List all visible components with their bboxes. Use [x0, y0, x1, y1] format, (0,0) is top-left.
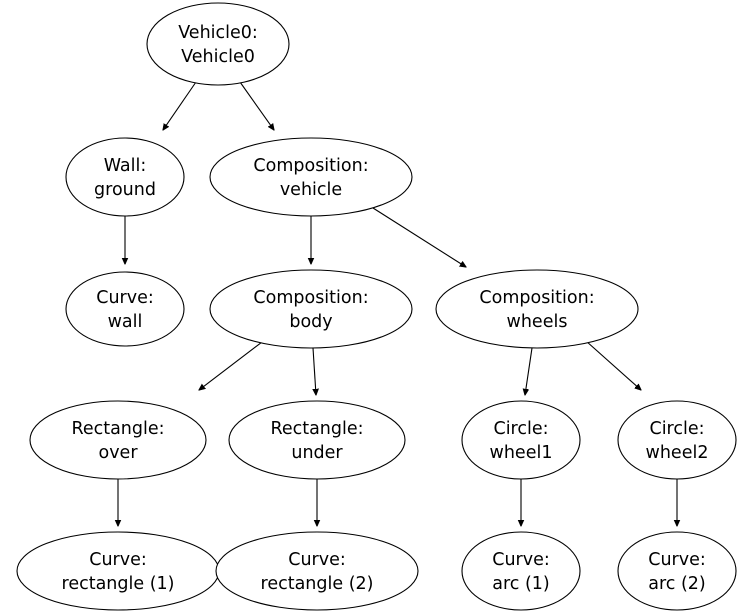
node-curve-arc-2-ellipse[interactable]	[617, 531, 737, 611]
node-composition-body-line1: Composition:	[253, 288, 368, 308]
node-curve-arc-2[interactable]: Curve: arc (2)	[617, 531, 737, 611]
node-rectangle-under-line1: Rectangle:	[270, 419, 363, 439]
node-curve-arc-1-line2: arc (1)	[492, 574, 550, 594]
node-rectangle-under-line2: under	[291, 443, 343, 463]
node-curve-wall-line2: wall	[108, 312, 143, 332]
node-circle-wheel1-line2: wheel1	[490, 443, 553, 463]
node-composition-vehicle-line2: vehicle	[280, 180, 342, 200]
node-wall-ground[interactable]: Wall: ground	[65, 137, 185, 217]
node-curve-rectangle-1[interactable]: Curve: rectangle (1)	[16, 531, 220, 611]
node-composition-wheels-line1: Composition:	[479, 288, 594, 308]
node-composition-body-ellipse[interactable]	[209, 269, 413, 349]
node-circle-wheel2[interactable]: Circle: wheel2	[617, 400, 737, 480]
node-wall-ground-line1: Wall:	[104, 156, 147, 176]
edge-composition-body-to-rectangle-over[interactable]	[199, 341, 263, 390]
node-curve-rectangle-2-line1: Curve:	[288, 550, 346, 570]
edge-vehicle0-to-composition-vehicle[interactable]	[239, 81, 274, 130]
node-wall-ground-ellipse[interactable]	[65, 137, 185, 217]
node-circle-wheel1-ellipse[interactable]	[461, 400, 581, 480]
node-circle-wheel1-line1: Circle:	[493, 419, 548, 439]
node-rectangle-over-line2: over	[98, 443, 138, 463]
edge-layer	[118, 81, 677, 526]
node-circle-wheel2-line1: Circle:	[649, 419, 704, 439]
node-wall-ground-line2: ground	[94, 180, 156, 200]
node-circle-wheel1[interactable]: Circle: wheel1	[461, 400, 581, 480]
node-rectangle-under[interactable]: Rectangle: under	[228, 400, 406, 480]
node-curve-rectangle-2-ellipse[interactable]	[215, 531, 419, 611]
node-rectangle-under-ellipse[interactable]	[228, 400, 406, 480]
edge-composition-body-to-rectangle-under[interactable]	[313, 347, 316, 395]
node-curve-arc-1[interactable]: Curve: arc (1)	[461, 531, 581, 611]
node-rectangle-over[interactable]: Rectangle: over	[29, 400, 207, 480]
edge-composition-wheels-to-circle-wheel1[interactable]	[525, 347, 533, 395]
edge-composition-wheels-to-circle-wheel2[interactable]	[585, 340, 641, 390]
node-composition-body[interactable]: Composition: body	[209, 269, 413, 349]
node-curve-rectangle-2-line2: rectangle (2)	[261, 574, 374, 594]
edge-composition-vehicle-to-composition-wheels[interactable]	[372, 207, 466, 267]
node-composition-vehicle[interactable]: Composition: vehicle	[209, 137, 413, 217]
node-vehicle0-line2: Vehicle0	[181, 47, 255, 67]
node-composition-wheels-line2: wheels	[507, 312, 568, 332]
edge-vehicle0-to-wall-ground[interactable]	[163, 81, 197, 130]
node-vehicle0[interactable]: Vehicle0: Vehicle0	[146, 2, 290, 86]
node-curve-rectangle-1-ellipse[interactable]	[16, 531, 220, 611]
node-curve-arc-1-ellipse[interactable]	[461, 531, 581, 611]
node-curve-rectangle-2[interactable]: Curve: rectangle (2)	[215, 531, 419, 611]
node-vehicle0-ellipse[interactable]	[146, 2, 290, 86]
node-curve-arc-1-line1: Curve:	[492, 550, 550, 570]
node-rectangle-over-ellipse[interactable]	[29, 400, 207, 480]
node-composition-body-line2: body	[289, 312, 332, 332]
node-curve-arc-2-line2: arc (2)	[648, 574, 706, 594]
node-curve-wall-line1: Curve:	[96, 288, 154, 308]
node-composition-wheels[interactable]: Composition: wheels	[435, 269, 639, 349]
node-composition-wheels-ellipse[interactable]	[435, 269, 639, 349]
node-circle-wheel2-line2: wheel2	[646, 443, 709, 463]
node-curve-rectangle-1-line2: rectangle (1)	[62, 574, 175, 594]
node-composition-vehicle-line1: Composition:	[253, 156, 368, 176]
node-circle-wheel2-ellipse[interactable]	[617, 400, 737, 480]
node-vehicle0-line1: Vehicle0:	[178, 23, 258, 43]
node-curve-arc-2-line1: Curve:	[648, 550, 706, 570]
node-layer: Vehicle0: Vehicle0 Wall: ground Composit…	[16, 2, 737, 611]
node-composition-vehicle-ellipse[interactable]	[209, 137, 413, 217]
node-curve-wall-ellipse[interactable]	[65, 271, 185, 347]
node-curve-wall[interactable]: Curve: wall	[65, 271, 185, 347]
node-curve-rectangle-1-line1: Curve:	[89, 550, 147, 570]
node-rectangle-over-line1: Rectangle:	[71, 419, 164, 439]
